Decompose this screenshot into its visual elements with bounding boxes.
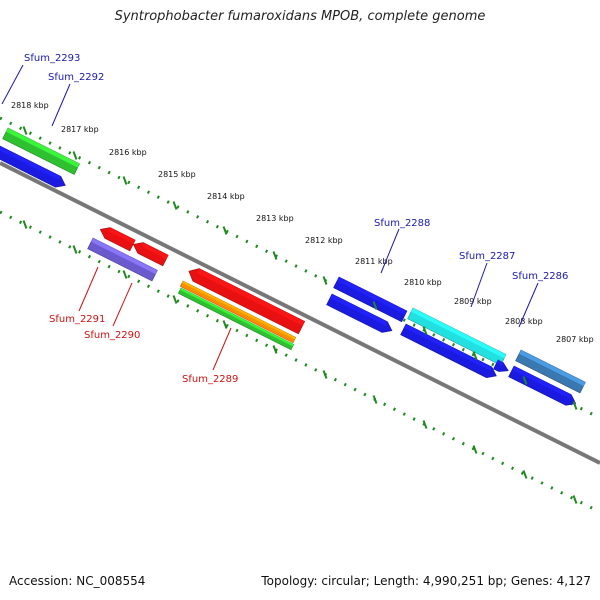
gene-sfum-2291 xyxy=(99,227,136,252)
scale-tick-label: 2815 kbp xyxy=(158,170,196,179)
lower-scale-tick xyxy=(572,495,578,504)
lower-scale-tick xyxy=(372,395,378,404)
gene-name: Sfum_2288 xyxy=(374,218,430,229)
gene-leader-line xyxy=(51,83,71,127)
gene-leader-line xyxy=(470,262,488,308)
scale-tick-label: 2818 kbp xyxy=(11,101,49,110)
upper-scale-tick xyxy=(22,126,28,135)
upper-scale-line xyxy=(0,116,600,420)
gene-label-sfum_2293: Sfum_2293 xyxy=(1,53,80,105)
upper-scale-tick xyxy=(572,401,578,410)
lower-scale-tick xyxy=(422,420,428,429)
gene-leader-line xyxy=(112,282,133,327)
gene-sfum-2287b xyxy=(400,323,497,378)
lower-scale-tick xyxy=(222,320,228,329)
gene-name: Sfum_2292 xyxy=(48,72,104,83)
gene-sfum-2288 xyxy=(333,276,408,323)
gene-sfum-2286 xyxy=(515,349,586,394)
gene-leader-line xyxy=(212,327,232,371)
scale-tick-label: 2813 kbp xyxy=(256,214,294,223)
gene-name: Sfum_2291 xyxy=(49,314,105,325)
genome-backbone xyxy=(0,161,600,465)
gene-name: Sfum_2289 xyxy=(182,374,238,385)
gene-name: Sfum_2293 xyxy=(24,53,80,64)
scale-tick-label: 2810 kbp xyxy=(404,278,442,287)
upper-scale-tick xyxy=(222,226,228,235)
accession-text: Accession: NC_008554 xyxy=(9,574,146,588)
scale-tick-label: 2814 kbp xyxy=(207,192,245,201)
lower-scale-tick xyxy=(172,295,178,304)
map-title: Syntrophobacter fumaroxidans MPOB, compl… xyxy=(114,9,486,24)
lower-scale-tick xyxy=(272,345,278,354)
gene-sfum-2290 xyxy=(87,237,158,282)
gene-sfum-2288b xyxy=(326,293,393,333)
genome-summary-text: Topology: circular; Length: 4,990,251 bp… xyxy=(261,574,591,588)
lower-scale-tick xyxy=(22,220,28,229)
gene-label-sfum_2287: Sfum_2287 xyxy=(459,251,515,308)
gene-label-sfum_2291: Sfum_2291 xyxy=(49,266,105,325)
upper-scale-tick xyxy=(522,376,528,385)
gene-leader-line xyxy=(518,282,539,328)
gene-sfum-2292 xyxy=(2,127,80,175)
gene-sfum-2289 xyxy=(188,268,306,335)
gene-sfum-2290-red xyxy=(132,242,169,267)
gene-leader-line xyxy=(78,266,99,312)
scale-tick-label: 2807 kbp xyxy=(556,335,594,344)
gene-label-sfum_2292: Sfum_2292 xyxy=(48,72,104,127)
lower-scale-tick xyxy=(522,470,528,479)
scale-tick-label: 2811 kbp xyxy=(355,257,393,266)
gene-small-arrow xyxy=(493,359,509,372)
upper-scale-tick xyxy=(422,326,428,335)
gene-leader-line xyxy=(1,64,24,105)
upper-scale-tick xyxy=(322,276,328,285)
gene-sfum-2289-green xyxy=(177,287,295,351)
upper-scale-tick xyxy=(172,201,178,210)
upper-scale-tick xyxy=(72,151,78,160)
lower-scale-tick xyxy=(72,245,78,254)
lower-scale-tick xyxy=(322,370,328,379)
scale-tick-label: 2817 kbp xyxy=(61,125,99,134)
gene-label-sfum_2288: Sfum_2288 xyxy=(374,218,430,274)
gene-sfum-2293 xyxy=(0,145,66,188)
gene-sfum-2286b xyxy=(508,365,577,406)
scale-tick-label: 2812 kbp xyxy=(305,236,343,245)
lower-scale-line xyxy=(0,210,600,514)
lower-scale-tick xyxy=(472,445,478,454)
gene-label-sfum_2289: Sfum_2289 xyxy=(182,327,238,385)
gene-name: Sfum_2286 xyxy=(512,271,568,282)
gene-label-sfum_2290: Sfum_2290 xyxy=(84,282,140,341)
gene-name: Sfum_2290 xyxy=(84,330,140,341)
upper-scale-tick xyxy=(372,301,378,310)
gene-name: Sfum_2287 xyxy=(459,251,515,262)
upper-scale-tick xyxy=(472,351,478,360)
scale-tick-label: 2816 kbp xyxy=(109,148,147,157)
lower-scale-tick xyxy=(122,270,128,279)
gene-leader-line xyxy=(380,228,400,274)
gene-label-sfum_2286: Sfum_2286 xyxy=(512,271,568,328)
scale-tick-label: 2808 kbp xyxy=(505,317,543,326)
gene-sfum-2289-orange xyxy=(179,280,297,344)
upper-scale-tick xyxy=(272,251,278,260)
upper-scale-tick xyxy=(122,176,128,185)
